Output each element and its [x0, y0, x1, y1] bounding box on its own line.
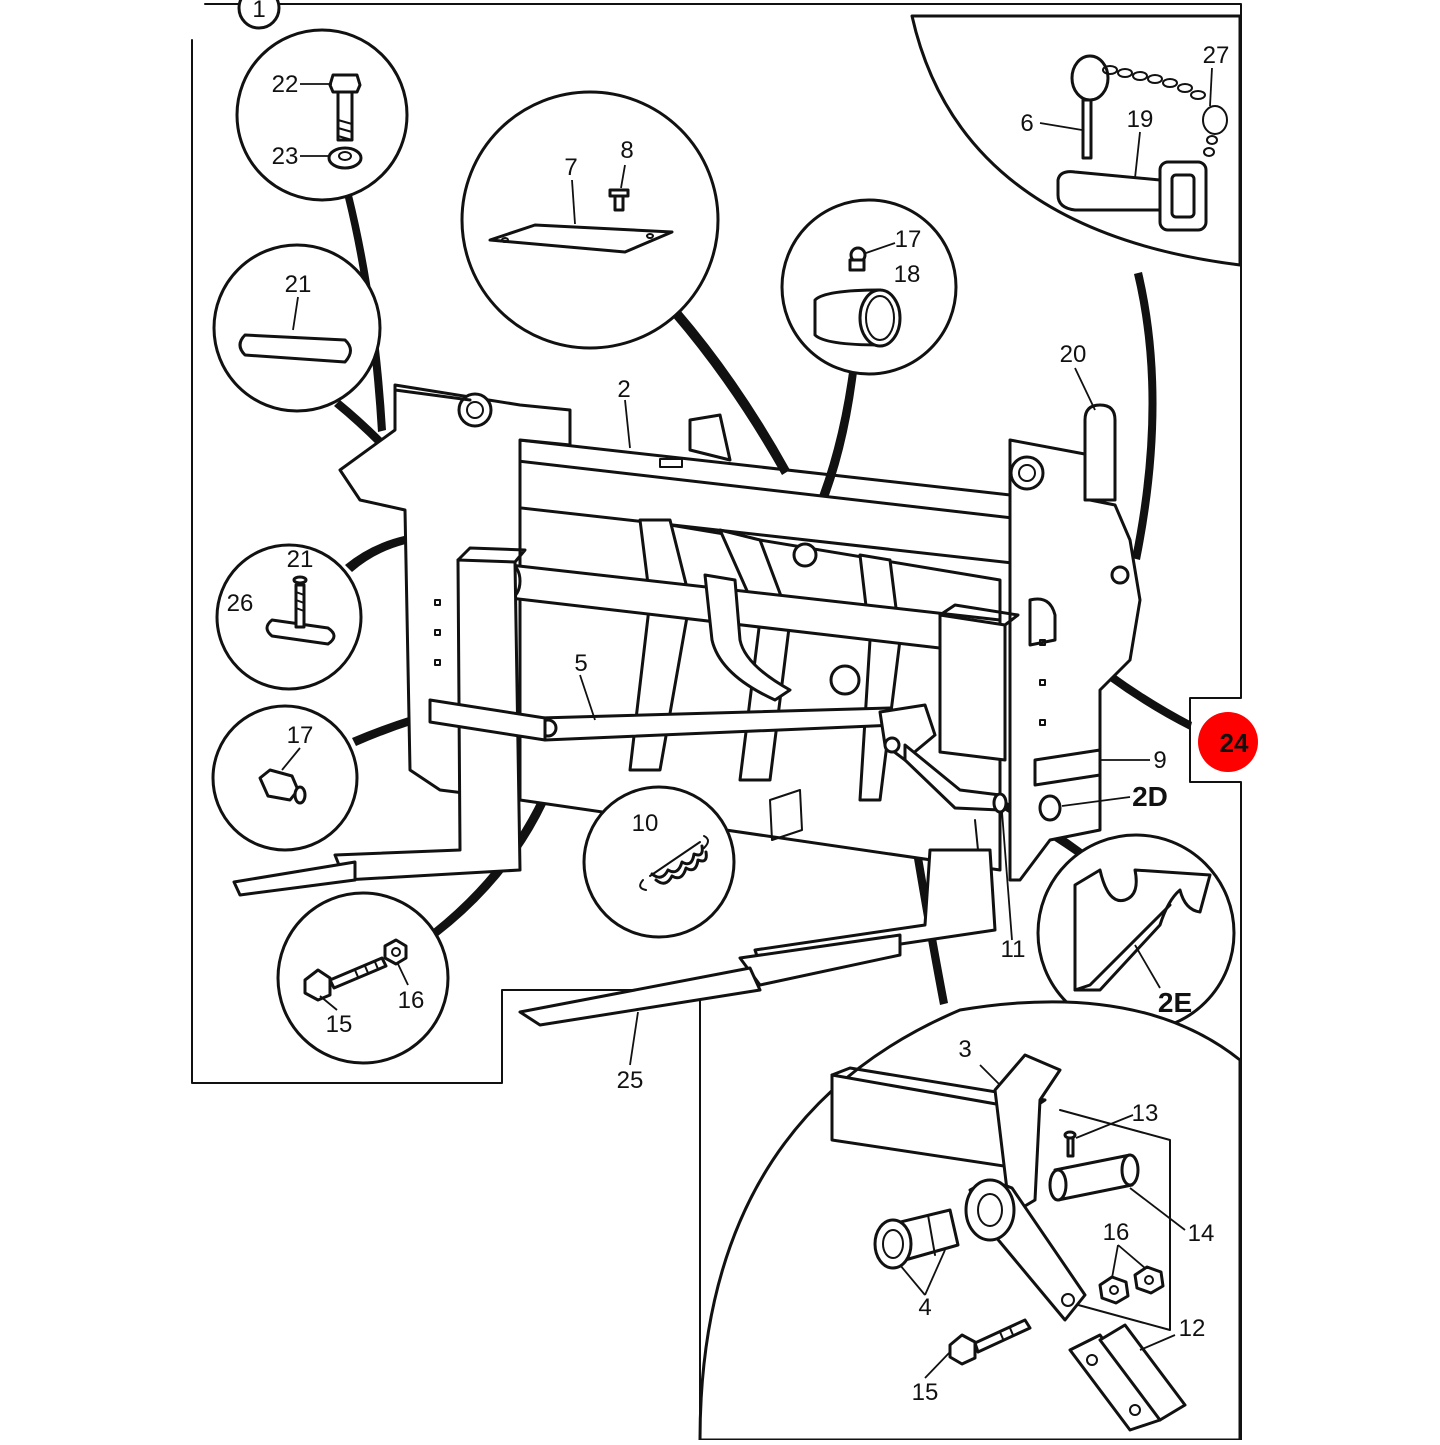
callout-2e: 2E — [1158, 987, 1192, 1018]
detail-bolt-nut-lower — [276, 891, 450, 1065]
callout-20: 20 — [1060, 341, 1087, 368]
callout-3: 3 — [958, 1036, 971, 1063]
callout-14: 14 — [1188, 1220, 1215, 1247]
detail-t-pin — [215, 543, 363, 691]
callout-15-upper: 15 — [326, 1011, 353, 1038]
callout-4: 4 — [918, 1294, 931, 1321]
callout-26: 26 — [227, 590, 254, 617]
callout-16-lower: 16 — [1103, 1219, 1130, 1246]
callout-10: 10 — [632, 810, 659, 837]
callout-8: 8 — [620, 137, 633, 164]
callout-9: 9 — [1153, 747, 1166, 774]
callout-12: 12 — [1179, 1315, 1206, 1342]
detail-nipple-lower — [211, 704, 359, 852]
callout-25: 25 — [617, 1067, 644, 1094]
sheet-marker: 1 — [237, 0, 281, 30]
detail-bolt-nut — [235, 28, 409, 202]
callout-13: 13 — [1132, 1100, 1159, 1127]
callout-21-lower: 21 — [287, 546, 314, 573]
callout-15-lower: 15 — [912, 1379, 939, 1406]
callout-11: 11 — [1001, 936, 1026, 963]
plate-holes — [434, 599, 1046, 726]
callout-2: 2 — [617, 376, 630, 403]
detail-nipple-bush — [780, 198, 958, 376]
detail-lever-assembly — [698, 1000, 1242, 1442]
detail-spring — [582, 785, 736, 939]
callout-6: 6 — [1020, 110, 1033, 137]
frame-border — [191, 3, 1242, 1441]
callout-21-upper: 21 — [285, 271, 312, 298]
callout-16-upper: 16 — [398, 987, 425, 1014]
chain-links — [1102, 65, 1228, 157]
callout-18: 18 — [894, 261, 921, 288]
callout-2d: 2D — [1132, 781, 1168, 812]
detail-pin-upper — [212, 243, 382, 413]
callout-17-lower: 17 — [287, 722, 314, 749]
callout-22: 22 — [272, 71, 299, 98]
sheet-marker-label: 1 — [252, 0, 265, 23]
callout-5: 5 — [574, 650, 587, 677]
highlight-badge[interactable] — [1198, 712, 1258, 772]
detail-hook-plate — [1036, 833, 1236, 1033]
callout-23: 23 — [272, 143, 299, 170]
detail-pin-chain — [910, 14, 1242, 267]
highlighted-callout-24[interactable]: 24 — [1198, 712, 1258, 772]
carriage-assembly — [232, 383, 1142, 1027]
callout-labels: 22 23 7 8 17 18 6 19 27 21 2 20 26 21 5 … — [227, 42, 1230, 1406]
detail-plate-rivet — [460, 90, 720, 350]
main-leaders — [579, 367, 1150, 1066]
callout-27: 27 — [1203, 42, 1230, 69]
callout-24: 24 — [1220, 728, 1249, 758]
callout-17-upper: 17 — [895, 226, 922, 253]
callout-7: 7 — [564, 154, 577, 181]
callout-19: 19 — [1127, 106, 1154, 133]
